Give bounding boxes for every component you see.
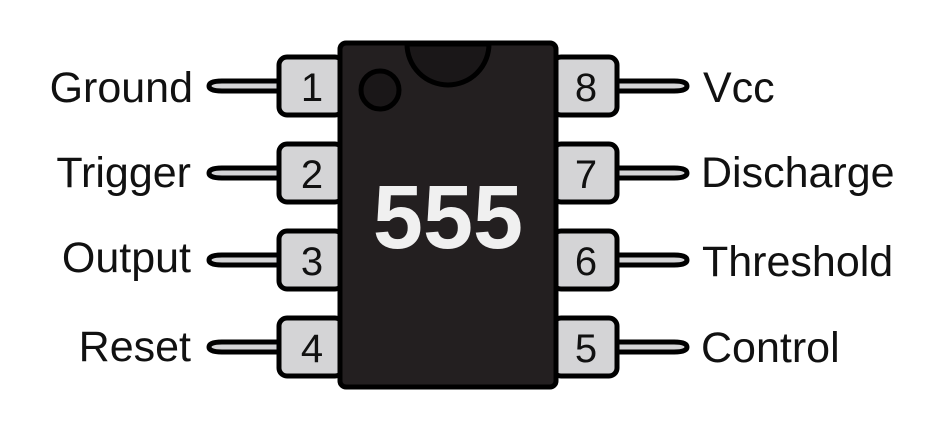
pin-lead [597, 339, 690, 355]
pin-label: Ground [50, 64, 193, 112]
pin1-dot-icon [358, 68, 402, 112]
pin-7: 7 Discharge [550, 141, 895, 205]
pin-number: 1 [301, 66, 323, 110]
chip-name: 555 [373, 168, 523, 268]
pin-label: Reset [79, 323, 191, 371]
chip-body: 555 [337, 40, 559, 390]
pin-8: 8 Vcc [550, 54, 775, 118]
pin-lead [206, 339, 299, 355]
pin-number: 4 [301, 327, 323, 371]
pin-lead [597, 78, 690, 94]
pin-label: Threshold [702, 238, 893, 286]
pin-1: 1 Ground [50, 54, 346, 118]
pin-label: Output [62, 234, 191, 282]
pin-lead [597, 165, 690, 181]
pin-number: 5 [575, 327, 597, 371]
pin-lead [206, 78, 299, 94]
pin-label: Discharge [701, 149, 895, 197]
pin-4: 4 Reset [79, 315, 346, 379]
pin-label: Control [701, 324, 840, 372]
pin-number: 2 [301, 153, 323, 197]
pin-2: 2 Trigger [56, 141, 346, 205]
pin-lead [206, 252, 299, 268]
pin-5: 5 Control [550, 315, 840, 379]
pin-lead [597, 252, 690, 268]
pin-number: 8 [575, 66, 597, 110]
pin-3: 3 Output [62, 228, 346, 292]
pin-number: 6 [575, 240, 597, 284]
pin-number: 3 [301, 240, 323, 284]
pin-6: 6 Threshold [550, 228, 893, 292]
notch-icon [404, 41, 492, 88]
pin-label: Trigger [56, 149, 191, 197]
pin-label: Vcc [703, 64, 775, 112]
pin-lead [206, 165, 299, 181]
pin-number: 7 [575, 153, 597, 197]
